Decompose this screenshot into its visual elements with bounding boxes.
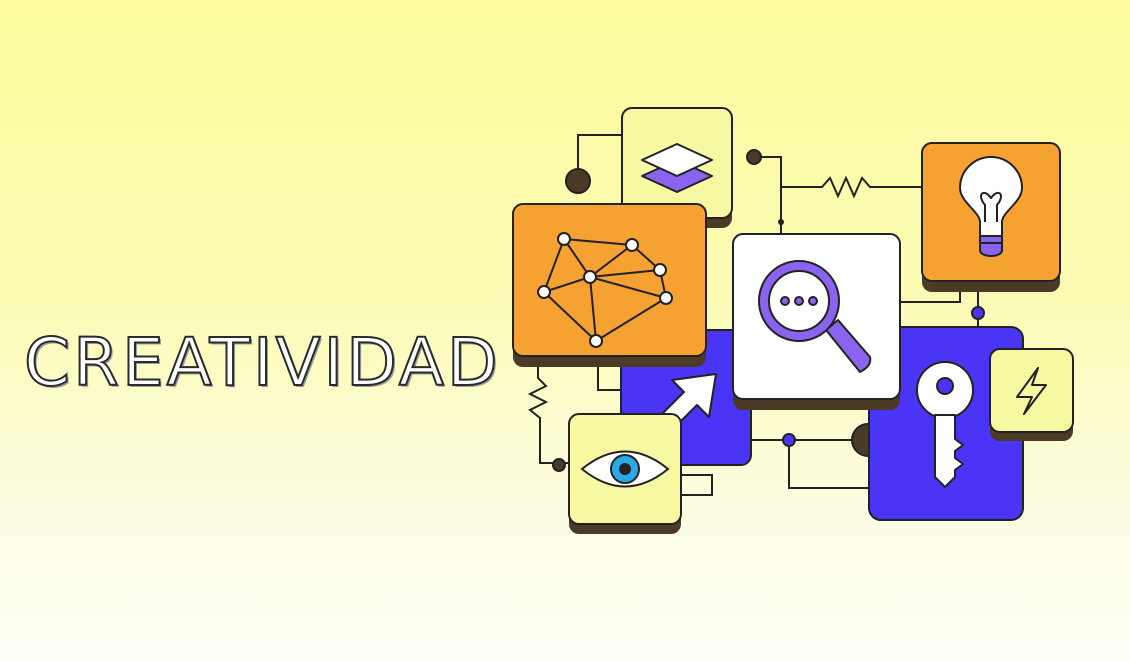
lightbulb-icon xyxy=(959,156,1023,257)
network-graph-icon xyxy=(537,232,673,348)
layers-card xyxy=(621,107,733,228)
lightbulb-card xyxy=(921,142,1061,292)
magnifier-card xyxy=(732,233,901,410)
page-title: CREATIVIDAD xyxy=(23,324,501,401)
eye-icon xyxy=(580,450,670,488)
layers-icon xyxy=(641,143,713,193)
key-icon xyxy=(916,361,974,488)
magnifier-icon xyxy=(758,260,872,373)
network-card xyxy=(512,203,707,367)
connector-lines xyxy=(527,134,979,496)
lightning-card xyxy=(989,348,1074,441)
eye-card xyxy=(568,413,682,534)
lightning-icon xyxy=(1016,367,1047,415)
